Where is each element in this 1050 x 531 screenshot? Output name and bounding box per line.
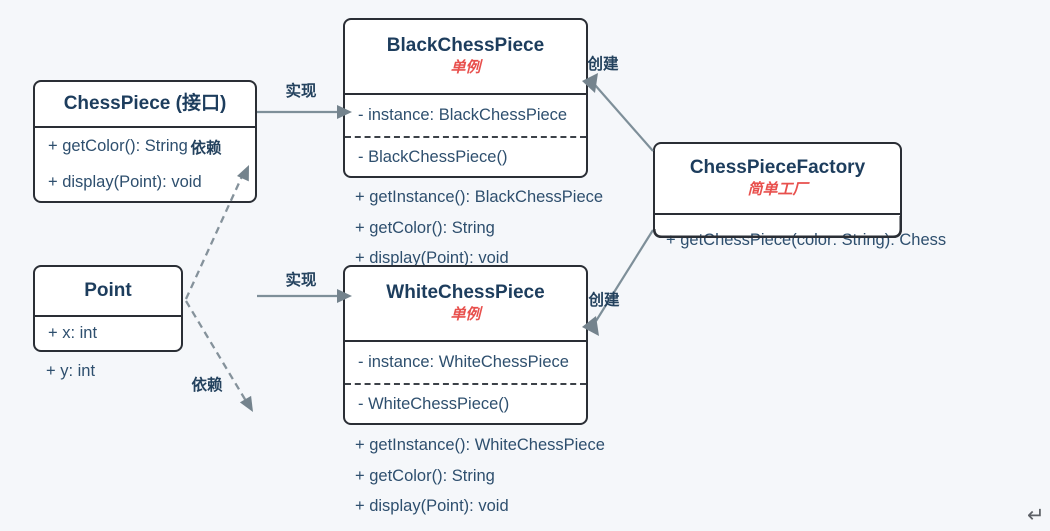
class-title: ChessPiece (接口)	[63, 92, 227, 114]
class-methods-overflow-white: + getInstance(): WhiteChessPiece + getCo…	[355, 430, 605, 522]
class-stereotype: 单例	[450, 59, 481, 77]
edge-label-realize-black: 实现	[285, 81, 317, 100]
class-box-whitechesspiece: WhiteChessPiece 单例 - instance: WhiteChes…	[343, 265, 588, 425]
edge-create-black-line	[594, 84, 654, 152]
class-header: ChessPiece (接口)	[35, 82, 255, 128]
class-box-blackchesspiece: BlackChessPiece 单例 - instance: BlackChes…	[343, 18, 588, 178]
class-box-chesspiece-interface: ChessPiece (接口) + getColor(): String + d…	[33, 80, 257, 203]
class-box-chesspiecefactory: ChessPieceFactory 简单工厂	[653, 142, 902, 238]
class-header: Point	[35, 267, 181, 317]
class-title: ChessPieceFactory	[689, 157, 866, 179]
class-constructor: - BlackChessPiece()	[358, 147, 508, 166]
class-attribute: - instance: WhiteChessPiece	[345, 342, 586, 385]
class-header: ChessPieceFactory 简单工厂	[655, 144, 900, 215]
class-attribute: + x: int	[48, 324, 98, 342]
class-method: + getColor(): String	[48, 136, 188, 155]
class-stereotype: 单例	[450, 306, 481, 324]
edge-create-white-line	[595, 229, 654, 322]
class-box-point: Point + x: int	[33, 265, 183, 352]
class-header: WhiteChessPiece 单例	[345, 267, 586, 342]
edge-label-depend-bottom: 依赖	[191, 375, 223, 394]
method-item: + getInstance(): WhiteChessPiece	[355, 436, 605, 454]
method-item: + getColor(): String	[355, 466, 495, 485]
method-item: + getInstance(): BlackChessPiece	[355, 188, 604, 206]
arrowhead-depend-bottom	[239, 395, 253, 412]
return-icon: ↵	[1027, 504, 1045, 527]
method-item: + display(Point): void	[355, 497, 509, 515]
class-attribute-overflow: + y: int	[46, 356, 95, 386]
class-header: BlackChessPiece 单例	[345, 20, 586, 95]
edge-label-create-white: 创建	[587, 290, 620, 309]
class-title: Point	[84, 279, 132, 301]
edge-depend-bottom-line	[185, 300, 247, 402]
method-item: + display(Point): void	[355, 249, 509, 267]
edge-label-create-black: 创建	[586, 54, 619, 73]
class-constructor: - WhiteChessPiece()	[358, 394, 510, 413]
class-title: BlackChessPiece	[386, 35, 545, 57]
edge-label-realize-white: 实现	[285, 270, 317, 289]
class-method-overflow-factory: + getChessPiece(color: String): Chess	[666, 228, 946, 252]
attribute-item: + y: int	[46, 362, 96, 380]
method-item: + getChessPiece(color: String): Chess	[666, 231, 947, 249]
class-methods-overflow-black: + getInstance(): BlackChessPiece + getCo…	[355, 182, 603, 274]
class-title: WhiteChessPiece	[386, 282, 545, 304]
class-method: + display(Point): void	[48, 173, 202, 192]
method-item: + getColor(): String	[355, 218, 495, 237]
class-attribute: - instance: BlackChessPiece	[345, 95, 586, 138]
class-stereotype: 简单工厂	[747, 181, 808, 199]
